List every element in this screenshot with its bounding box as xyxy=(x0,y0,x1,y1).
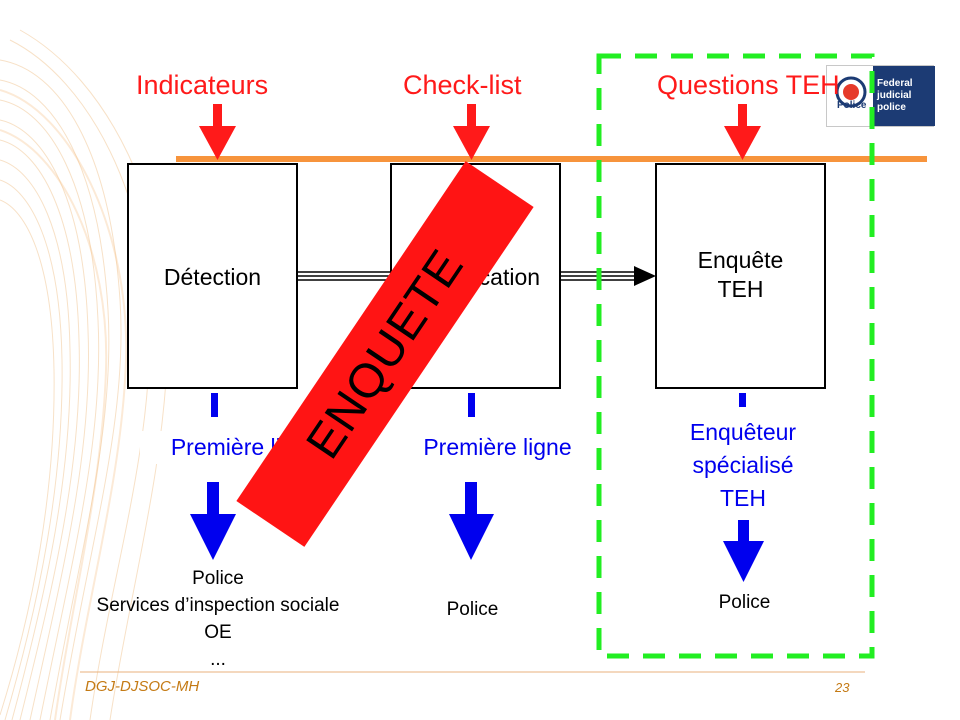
actors-col3: Police xyxy=(718,592,771,613)
federal-judicial-police-logo: Police Federal judicial police xyxy=(826,65,935,127)
header-questions: Questions TEH xyxy=(657,70,840,100)
box-investigation xyxy=(655,163,826,389)
role-first-line-2: Première ligne xyxy=(400,431,595,464)
page-number: 23 xyxy=(835,680,850,695)
footer-label: DGJ-DJSOC-MH xyxy=(85,678,200,695)
specialized-region-dashed xyxy=(596,53,875,659)
logo-badge-text: Police xyxy=(837,100,867,111)
actors-col1: Police Services d’inspection sociale OE … xyxy=(96,568,340,670)
logo-text: Federal judicial police xyxy=(877,78,913,113)
logo-panel: Federal judicial police xyxy=(873,66,935,126)
header-checklist: Check-list xyxy=(403,70,522,100)
role-specialist: Enquêteur spécialisé TEH xyxy=(648,416,838,515)
box-investigation-label: Enquête TEH xyxy=(697,247,784,302)
box-detection xyxy=(127,163,298,389)
police-badge-icon xyxy=(835,76,867,108)
header-indicators: Indicateurs xyxy=(136,70,269,100)
box-detection-label: Détection xyxy=(163,264,262,290)
process-bar xyxy=(176,156,927,162)
actors-col2: Police xyxy=(446,599,499,620)
